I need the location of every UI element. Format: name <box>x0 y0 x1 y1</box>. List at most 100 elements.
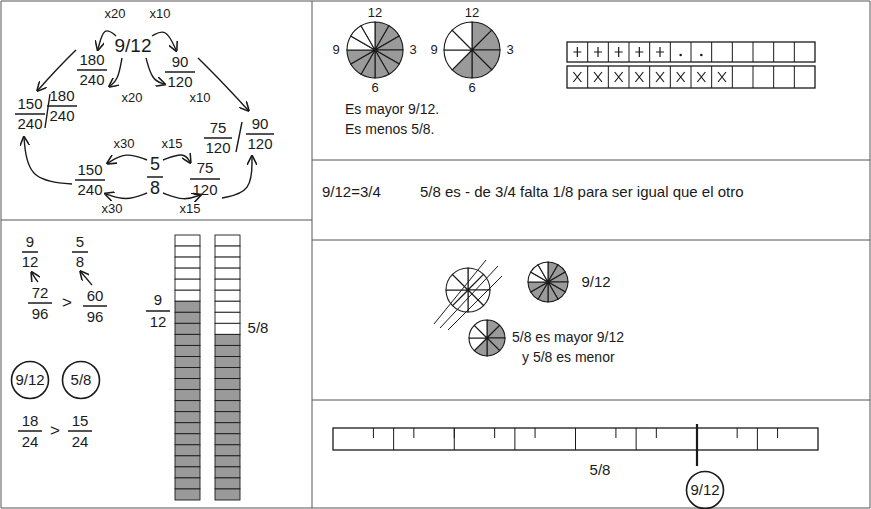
strip-divider <box>670 42 671 62</box>
panel-line <box>1 1 2 508</box>
strip-plus <box>567 42 815 62</box>
fraction-number: 240 <box>17 116 42 133</box>
clock-number: 12 <box>465 6 479 20</box>
strip-divider <box>753 66 754 88</box>
clock-number: 3 <box>506 43 513 57</box>
arrow-curve <box>163 155 190 162</box>
panel-line <box>1 220 312 221</box>
circled-fraction: 9/12 <box>10 360 50 400</box>
bar-cell <box>175 290 200 301</box>
strip-divider <box>670 66 671 88</box>
fraction-bar <box>165 71 195 73</box>
bar-cell <box>175 246 200 257</box>
bar-cell <box>175 412 200 423</box>
fraction-number: 24 <box>72 434 89 451</box>
clock-number: 6 <box>371 81 378 95</box>
bar-cell <box>175 323 200 334</box>
fraction-number: 96 <box>87 309 104 326</box>
bar-cell <box>215 268 240 279</box>
bar-cell <box>215 368 240 379</box>
factor-label: x10 <box>190 91 211 105</box>
factor-label: x15 <box>180 202 201 216</box>
bar-cell <box>175 301 200 312</box>
strip-tick <box>413 428 414 438</box>
fraction-number: 120 <box>192 182 217 199</box>
bar-cell <box>175 279 200 290</box>
fraction-number: 9 <box>154 292 162 309</box>
fraction-bar <box>28 302 52 304</box>
node-text-block: 5/8 <box>71 372 92 389</box>
arrow-curve <box>81 272 92 285</box>
bar-cell <box>175 356 200 367</box>
dot-mark <box>679 54 682 57</box>
panel-line <box>312 400 870 401</box>
arrow-curve <box>152 32 176 50</box>
strip-divider <box>794 66 795 88</box>
circle-shape <box>12 362 49 399</box>
factor-label: x20 <box>105 7 126 21</box>
circled-fraction: 9/12 <box>685 470 725 509</box>
bar-cell <box>215 434 240 445</box>
fraction-number: 90 <box>252 116 269 133</box>
strip-divider <box>629 42 630 62</box>
fraction-bar <box>47 105 77 107</box>
clock-number: 9 <box>430 43 437 57</box>
panel-line <box>870 1 871 508</box>
fraction-number: 72 <box>32 285 49 302</box>
fraction-bar <box>246 133 274 135</box>
pie-slice <box>548 282 558 302</box>
fraction-number: 180 <box>79 52 104 69</box>
fraction-number: 150 <box>77 162 102 179</box>
pie-slice <box>528 282 548 292</box>
strip-tick <box>373 428 374 438</box>
cross-mark <box>594 72 602 82</box>
strip-divider <box>732 66 733 88</box>
cross-mark <box>635 72 643 82</box>
panel-line <box>1 508 870 509</box>
fraction-number: 5 <box>76 234 84 251</box>
pie-slice <box>375 36 403 50</box>
bar-cell <box>215 445 240 456</box>
bar-cell <box>175 379 200 390</box>
pie-eighths <box>469 320 505 356</box>
strip-tick <box>575 428 576 438</box>
fraction-number: 240 <box>77 182 102 199</box>
circled-text: 9/12 <box>690 482 719 499</box>
pie-slice <box>452 268 468 290</box>
bar-cell <box>175 434 200 445</box>
bar-cell <box>215 489 240 500</box>
fraction-number: 18 <box>22 413 39 430</box>
bar-cell <box>175 312 200 323</box>
divider-slash <box>45 94 50 128</box>
bar-cell <box>175 456 200 467</box>
fraction-number: 150 <box>17 96 42 113</box>
bar-cell <box>215 301 240 312</box>
bar-cell <box>215 235 240 246</box>
strip-divider <box>587 42 588 62</box>
fraction-number: 15 <box>72 413 89 430</box>
bar-cell <box>215 456 240 467</box>
bar-cell <box>215 478 240 489</box>
comparison-sign: > <box>62 294 72 313</box>
fraction: 9/12 <box>581 274 610 291</box>
fraction-number: 9 <box>26 234 34 251</box>
bar-cell <box>175 334 200 345</box>
factor-label: x10 <box>150 7 171 21</box>
pie-twelfths <box>347 22 403 78</box>
bar-cell <box>215 356 240 367</box>
fraction-bar <box>77 69 107 71</box>
strip-divider <box>575 428 576 450</box>
pie-slice <box>446 290 468 306</box>
fraction-bar <box>190 178 220 180</box>
fraction-bars <box>15 70 274 431</box>
fraction-number: 240 <box>49 108 74 125</box>
comparison-sign: > <box>50 422 60 441</box>
strip-divider <box>773 66 774 88</box>
fraction-bar <box>72 251 88 253</box>
fraction-number: 8 <box>150 179 160 199</box>
fraction-bar <box>204 137 232 139</box>
fraction-bar <box>146 310 170 312</box>
fraction-number: 120 <box>167 74 192 91</box>
